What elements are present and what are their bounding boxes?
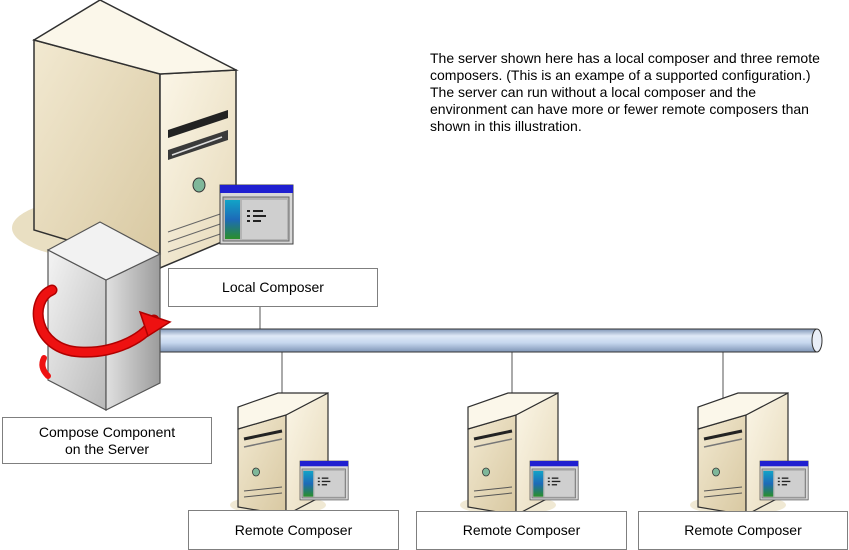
remote-composer-window-icon-1 xyxy=(299,460,349,501)
network-cable xyxy=(149,328,823,353)
compose-component-label-line1: Compose Component xyxy=(38,423,176,440)
compose-component-cube-icon xyxy=(32,221,172,411)
remote-composer-window-icon-2 xyxy=(529,460,579,501)
compose-component-label: Compose Component on the Server xyxy=(2,417,212,464)
remote-composer-label-2: Remote Composer xyxy=(416,511,627,550)
connector-lines xyxy=(259,306,724,404)
remote-composer-window-icon-3 xyxy=(759,460,809,501)
remote-composer-label-3: Remote Composer xyxy=(638,511,848,550)
remote-composer-label-1: Remote Composer xyxy=(188,510,399,550)
compose-component-label-line2: on the Server xyxy=(64,440,150,457)
diagram-description: The server shown here has a local compos… xyxy=(430,50,820,134)
main-server-icon xyxy=(12,0,239,270)
local-composer-label: Local Composer xyxy=(168,268,378,307)
local-composer-window-icon xyxy=(219,184,294,245)
